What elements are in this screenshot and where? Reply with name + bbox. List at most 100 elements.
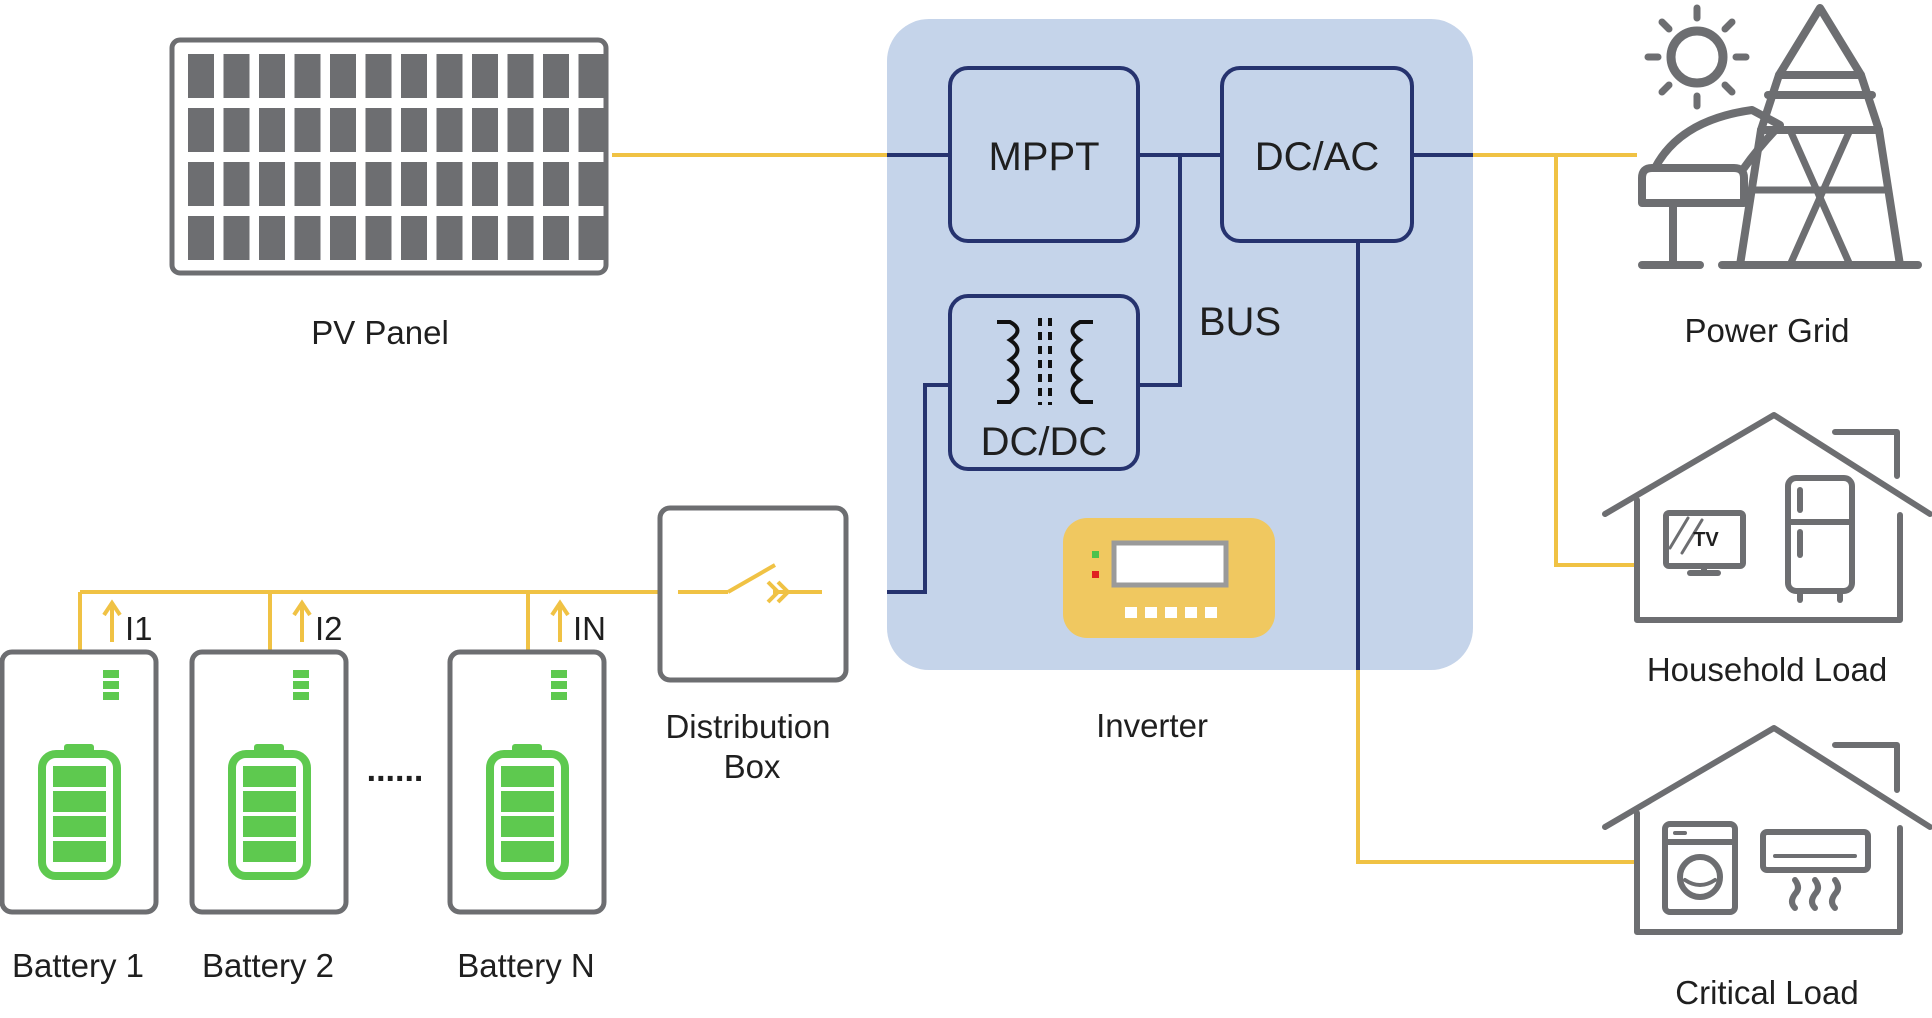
pv-cell xyxy=(330,162,356,206)
pv-cell xyxy=(365,54,392,98)
pv-cell xyxy=(543,162,569,206)
pv-cell xyxy=(578,216,605,260)
battery-level-bar xyxy=(103,692,119,700)
dcac-label: DC/AC xyxy=(1255,135,1379,179)
pv-cell xyxy=(472,162,498,206)
pv-cell xyxy=(436,162,463,206)
status-led-red xyxy=(1092,571,1099,578)
dcdc-block: DC/DC xyxy=(948,294,1140,471)
tv-label: TV xyxy=(1693,529,1719,551)
pv-cell xyxy=(472,108,498,152)
battery-level-bar xyxy=(103,681,119,689)
distribution-box-label-line2: Box xyxy=(724,748,781,785)
battery-unit xyxy=(447,649,607,915)
pv-cell xyxy=(330,108,356,152)
pv-cell xyxy=(223,162,250,206)
pv-cell xyxy=(472,216,498,260)
ellipsis-label: ...... xyxy=(367,751,424,789)
bus-label: BUS xyxy=(1199,300,1281,344)
battery-name-label: Battery 1 xyxy=(12,947,144,984)
battery-unit xyxy=(0,649,159,915)
pv-cell xyxy=(294,216,321,260)
battery-name-label: Battery 2 xyxy=(202,947,334,984)
battery-level-bar xyxy=(551,692,567,700)
pv-cell xyxy=(543,216,569,260)
pv-cell xyxy=(188,162,214,206)
display-buttons xyxy=(1125,607,1217,618)
battery-level-bar xyxy=(551,681,567,689)
pv-panel-icon xyxy=(169,37,609,276)
inverter-label: Inverter xyxy=(1096,707,1208,744)
pv-cell xyxy=(436,54,463,98)
pv-cell xyxy=(330,54,356,98)
pv-cell xyxy=(259,54,285,98)
status-led-green xyxy=(1092,551,1099,558)
critical-load-label: Critical Load xyxy=(1675,974,1858,1011)
pv-cell xyxy=(401,108,427,152)
pv-cell xyxy=(401,216,427,260)
pv-cell xyxy=(472,54,498,98)
pv-cell xyxy=(223,54,250,98)
pv-cell xyxy=(188,216,214,260)
pv-cell xyxy=(578,54,605,98)
pv-cell xyxy=(294,108,321,152)
mppt-label: MPPT xyxy=(988,135,1099,179)
current-arrow-icon xyxy=(102,599,122,642)
battery-current-label: I2 xyxy=(315,610,343,647)
battery-level-bar xyxy=(293,670,309,678)
pv-cell xyxy=(436,108,463,152)
pv-cell xyxy=(507,216,534,260)
battery-level-bar xyxy=(103,670,119,678)
dc-wiring xyxy=(887,153,1473,670)
pv-cell xyxy=(578,162,605,206)
battery-level-bar xyxy=(293,692,309,700)
pv-cell xyxy=(543,108,569,152)
mppt-block: MPPT xyxy=(948,66,1140,243)
pv-panel-label: PV Panel xyxy=(311,314,449,351)
battery-icon xyxy=(486,744,569,880)
power-grid-icon xyxy=(1638,4,1922,269)
battery-unit xyxy=(189,649,349,915)
battery-icon xyxy=(228,744,311,880)
battery-current-label: I1 xyxy=(125,610,153,647)
pv-cell xyxy=(365,108,392,152)
battery-level-bar xyxy=(293,681,309,689)
inverter-display xyxy=(1063,518,1275,638)
battery-icon xyxy=(38,744,121,880)
current-arrow-icon xyxy=(292,599,312,642)
pv-cell xyxy=(543,54,569,98)
pv-cell xyxy=(188,54,214,98)
pv-cell xyxy=(188,108,214,152)
pv-cell xyxy=(436,216,463,260)
critical-load-icon xyxy=(1602,725,1932,935)
battery-level-bar xyxy=(551,670,567,678)
power-grid-label: Power Grid xyxy=(1684,312,1849,349)
distribution-box-label-line1: Distribution xyxy=(665,708,830,745)
distribution-box-icon xyxy=(657,505,849,683)
household-load-icon xyxy=(1602,412,1932,623)
pv-cell xyxy=(365,162,392,206)
pv-cell xyxy=(259,216,285,260)
pv-cell xyxy=(223,108,250,152)
pv-cell xyxy=(401,162,427,206)
dcdc-label: DC/DC xyxy=(981,420,1108,464)
battery-name-label: Battery N xyxy=(457,947,595,984)
household-load-label: Household Load xyxy=(1647,651,1887,688)
pv-cell xyxy=(330,216,356,260)
pv-cell xyxy=(223,216,250,260)
pv-cell xyxy=(401,54,427,98)
pv-cell xyxy=(294,162,321,206)
pv-cell xyxy=(294,54,321,98)
pv-cell xyxy=(365,216,392,260)
pv-cell xyxy=(507,54,534,98)
battery-current-label: IN xyxy=(573,610,606,647)
pv-cell xyxy=(259,108,285,152)
ac-wiring xyxy=(78,153,1637,864)
pv-cell xyxy=(259,162,285,206)
pv-cell xyxy=(578,108,605,152)
dcac-block: DC/AC xyxy=(1220,66,1414,243)
transformer-icon xyxy=(997,318,1093,405)
current-arrow-icon xyxy=(550,599,570,642)
